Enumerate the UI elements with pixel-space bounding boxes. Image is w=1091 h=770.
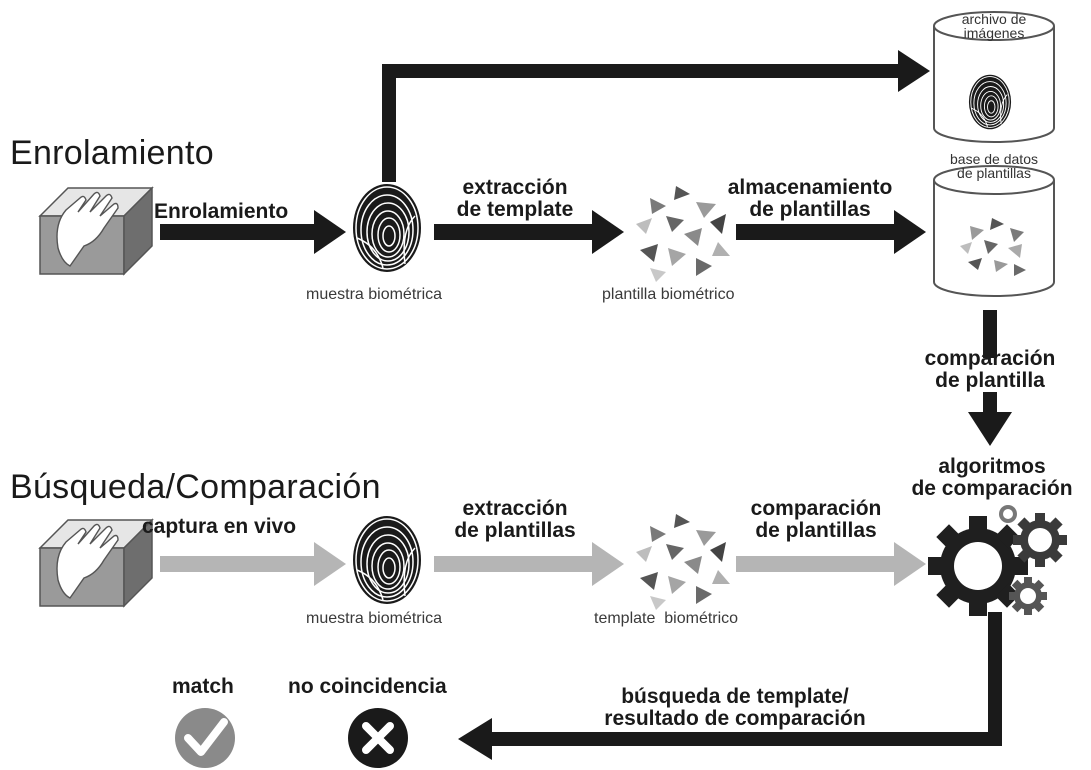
search-extraction-line1: extracción	[462, 497, 568, 520]
search-extraction-arrow	[434, 542, 624, 586]
template-db-line2: de plantillas	[957, 165, 1031, 181]
search-compare-label: comparación de plantillas	[726, 497, 906, 543]
result-return-arrow	[458, 612, 1002, 760]
no-match-label: no coincidencia	[288, 675, 447, 698]
enroll-capture-label: Enrolamiento	[154, 200, 289, 223]
algorithms-line2: de comparación	[911, 477, 1073, 501]
hand-scanner-icon-live	[39, 519, 153, 607]
comparison-link-line1: comparación	[924, 347, 1056, 370]
algorithms-label: algoritmos de comparación	[896, 455, 1088, 501]
enroll-template-caption: plantilla biométrico	[602, 286, 735, 303]
enroll-extraction-line2: de template	[456, 198, 574, 222]
template-db-cylinder-icon	[933, 165, 1055, 297]
image-archive-label: archivo de imágenes	[934, 12, 1054, 40]
fingerprint-icon-live	[352, 515, 422, 605]
template-db-line1: base de datos	[950, 151, 1038, 167]
match-label: match	[172, 675, 234, 698]
search-extraction-label: extracción de plantillas	[430, 497, 600, 543]
template-db-label: base de datos de plantillas	[928, 152, 1060, 180]
archive-arrow	[382, 50, 930, 182]
hand-scanner-icon	[39, 187, 153, 275]
search-compare-line2: de plantillas	[755, 519, 877, 543]
gears-icon	[928, 505, 1067, 616]
result-line1: búsqueda de template/	[621, 685, 849, 708]
result-label: búsqueda de template/ resultado de compa…	[560, 685, 910, 731]
enrollment-section-title: Enrolamiento	[10, 134, 214, 172]
search-sample-caption: muestra biométrica	[306, 610, 443, 627]
enroll-storage-line2: de plantillas	[749, 198, 871, 222]
fingerprint-icon	[352, 183, 422, 273]
checkmark-icon	[175, 708, 235, 768]
algorithms-line1: algoritmos	[938, 455, 1046, 478]
enroll-extraction-line1: extracción	[462, 176, 568, 199]
comparison-down-arrow	[968, 310, 1012, 446]
search-compare-line1: comparación	[750, 497, 882, 520]
search-extraction-line2: de plantillas	[454, 519, 576, 543]
enroll-storage-line1: almacenamiento	[727, 176, 893, 199]
search-section-title: Búsqueda/Comparación	[10, 468, 381, 506]
search-capture-arrow	[160, 542, 346, 586]
result-line2: resultado de comparación	[604, 707, 866, 731]
image-archive-line2: imágenes	[963, 25, 1025, 41]
enroll-storage-arrow	[736, 210, 926, 254]
image-archive-cylinder-icon	[933, 11, 1055, 143]
enroll-extraction-label: extracción de template	[440, 176, 590, 222]
comparison-link-label: comparación de plantilla	[892, 347, 1088, 393]
image-archive-line1: archivo de	[961, 11, 1027, 27]
enroll-sample-caption: muestra biométrica	[306, 286, 443, 303]
enroll-storage-label: almacenamiento de plantillas	[700, 176, 920, 222]
enroll-capture-arrow	[160, 210, 346, 254]
enroll-extraction-arrow	[434, 210, 624, 254]
search-capture-label: captura en vivo	[142, 515, 297, 538]
search-template-caption: template biométrico	[594, 610, 739, 627]
x-icon	[348, 708, 408, 768]
search-compare-arrow	[736, 542, 926, 586]
comparison-link-line2: de plantilla	[935, 369, 1045, 393]
triangles-template-icon-live	[636, 514, 730, 610]
